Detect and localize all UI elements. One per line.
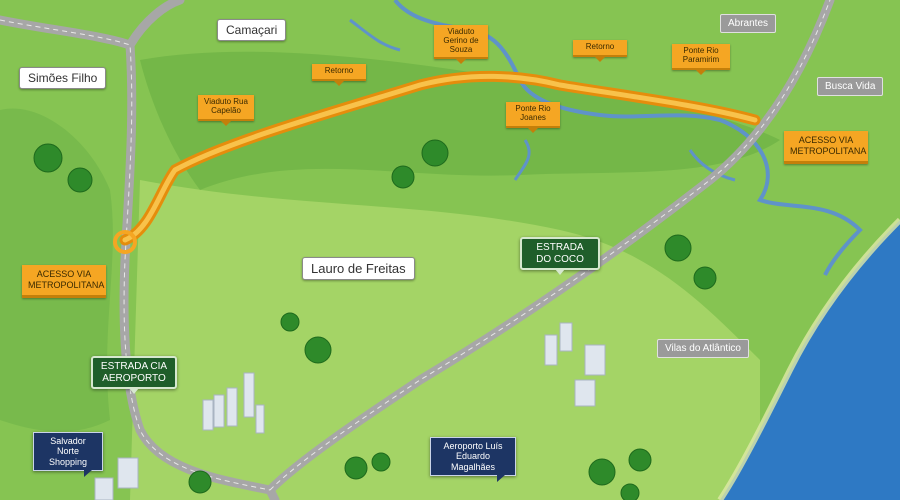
road-top-left	[125, 0, 185, 50]
landmark-aeroporto[interactable]: Aeroporto Luís Eduardo Magalhães	[430, 437, 516, 483]
building	[213, 394, 225, 428]
road-sign-estrada-cia-aeroporto[interactable]: ESTRADA CIA AEROPORTO	[91, 356, 177, 394]
marker-retorno-1[interactable]: Retorno	[312, 64, 366, 86]
highway-metropolitana-inner	[122, 73, 758, 243]
wetland-area	[140, 51, 780, 190]
marker-viaduto-gerino[interactable]: Viaduto Gerino de Souza	[434, 25, 488, 65]
road-sign-estrada-do-coco[interactable]: ESTRADA DO COCO	[520, 237, 600, 275]
trees	[33, 139, 717, 500]
river-branch-3	[688, 149, 736, 182]
tree	[188, 470, 212, 494]
road-bottom	[265, 485, 280, 500]
tree	[33, 143, 63, 173]
building	[255, 404, 265, 434]
place-label-abrantes[interactable]: Abrantes	[720, 14, 777, 33]
buildings	[94, 322, 606, 500]
tree	[67, 167, 93, 193]
building	[574, 379, 596, 407]
tree	[304, 336, 332, 364]
marker-acesso-metropolitana-left[interactable]: ACESSO VIA METROPOLITANA	[22, 265, 106, 298]
landmark-salvador-norte-shopping[interactable]: Salvador Norte Shopping	[33, 432, 103, 478]
building	[559, 322, 573, 352]
marker-viaduto-capelao[interactable]: Viaduto Rua Capelão	[198, 95, 254, 126]
tree	[693, 266, 717, 290]
tree	[371, 452, 391, 472]
building	[243, 372, 255, 418]
tree	[628, 448, 652, 472]
road-centerlines	[0, 0, 831, 491]
interchange-left	[113, 230, 137, 254]
town-label-simoes-filho[interactable]: Simões Filho	[19, 67, 107, 89]
shore	[717, 217, 900, 500]
river-branch	[349, 18, 401, 52]
marker-retorno-2[interactable]: Retorno	[573, 40, 627, 62]
building	[94, 477, 114, 500]
river-branch-2	[513, 139, 531, 181]
town-label-lauro-de-freitas[interactable]: Lauro de Freitas	[302, 257, 415, 280]
marker-acesso-metropolitana-right[interactable]: ACESSO VIA METROPOLITANA	[784, 131, 868, 164]
building	[226, 387, 238, 427]
marker-ponte-joanes[interactable]: Ponte Rio Joanes	[506, 102, 560, 133]
building	[117, 457, 139, 489]
place-label-busca-vida[interactable]: Busca Vida	[817, 77, 884, 96]
tree	[588, 458, 616, 486]
tree	[391, 165, 415, 189]
tree	[620, 483, 640, 500]
tree	[344, 456, 368, 480]
marker-ponte-paramirim[interactable]: Ponte Rio Paramirim	[672, 44, 730, 75]
tree	[664, 234, 692, 262]
tree	[280, 312, 300, 332]
place-label-vilas-do-atlantico[interactable]: Vilas do Atlântico	[657, 339, 749, 358]
building	[202, 399, 214, 431]
building	[584, 344, 606, 376]
town-label-camacari[interactable]: Camaçari	[217, 19, 287, 41]
tree	[421, 139, 449, 167]
sea	[720, 220, 900, 500]
building	[544, 334, 558, 366]
